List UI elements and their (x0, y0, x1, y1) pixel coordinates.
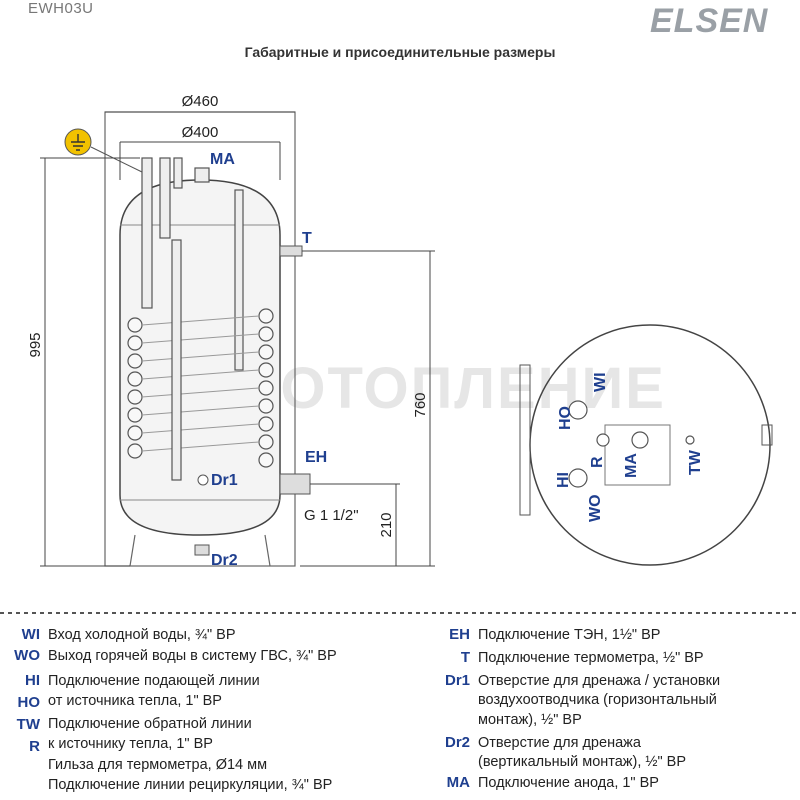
t-connection (279, 245, 303, 257)
legend-text: Гильза для термометра, Ø14 мм (48, 757, 268, 773)
legend-row: EH Подключение ТЭН, 1½" ВР (430, 626, 800, 646)
dimension-drawing: Ø460 Ø400 995 760 210 G 1 1/2" MA T EH D… (27, 93, 773, 569)
legend-code: R (29, 738, 40, 755)
top-view-outline (529, 324, 771, 566)
legend-code: WO (14, 647, 40, 664)
top-ma-label: MA (623, 453, 640, 478)
outer-diameter-label: Ø460 (182, 93, 219, 110)
page-title: Габаритные и присоединительные размеры (244, 44, 556, 60)
legend-text: Подключение анода, 1" ВР (478, 775, 659, 791)
dr2-label: Dr2 (211, 552, 238, 569)
top-wi-label: WI (592, 372, 609, 392)
legend-row: T Подключение термометра, ½" ВР (430, 649, 800, 669)
ground-leader (90, 146, 143, 173)
legend-divider (0, 612, 800, 614)
thermometer-height-label: 760 (412, 392, 429, 417)
legend-code: TW (16, 716, 40, 733)
heater-thread-label: G 1 1/2" (304, 507, 359, 524)
ground-glyph (71, 134, 85, 151)
dr2-connection (194, 544, 210, 556)
legend-row: Гильза для термометра, Ø14 мм (0, 757, 430, 777)
height-label: 995 (27, 332, 44, 357)
legend-row: R к источнику тепла, 1" ВР (0, 736, 430, 756)
legend-code: EH (449, 626, 470, 643)
tank-legs (129, 534, 271, 567)
legend-text: Подключение обратной линии (48, 716, 252, 732)
brand-logo: ELSEN (650, 2, 769, 40)
legend-code: T (460, 649, 470, 666)
legend-row: MA Подключение анода, 1" ВР (430, 774, 800, 794)
legend-text: Вход холодной воды, ¾" ВР (48, 627, 236, 643)
top-wo-label: WO (587, 494, 604, 522)
legend-text: Отверстие для дренажа (478, 735, 641, 751)
legend-code: WI (21, 626, 40, 643)
legend-code: Dr2 (444, 734, 470, 751)
coil-lines (141, 315, 260, 452)
top-hi-label: HI (555, 472, 572, 488)
legend-row: воздухоотводчика (горизонтальный (430, 692, 800, 712)
ma-label: MA (210, 151, 235, 168)
heating-coil (127, 308, 274, 468)
heater-height-label: 210 (378, 512, 395, 537)
eh-connection (279, 473, 311, 495)
legend-text: Выход горячей воды в систему ГВС, ¾" ВР (48, 648, 337, 664)
legend-row: HO от источника тепла, 1" ВР (0, 692, 430, 712)
legend-row: Dr2 Отверстие для дренажа (430, 734, 800, 754)
legend-row: Подключение линии рециркуляции, ¾" ВР (0, 777, 430, 797)
legend-row: WO Выход горячей воды в систему ГВС, ¾" … (0, 647, 430, 667)
top-view-plate (604, 424, 671, 486)
legend-row: Dr1 Отверстие для дренажа / установки (430, 672, 800, 692)
inner-diameter-label: Ø400 (182, 124, 219, 141)
top-pipes (141, 157, 244, 371)
top-ho-label: HO (557, 406, 574, 430)
top-tw-label: TW (687, 449, 704, 475)
dr1-label: Dr1 (211, 472, 238, 489)
dr1-connection (197, 474, 209, 486)
top-view-t-port (761, 424, 773, 446)
top-view-bracket (519, 364, 531, 516)
legend-text: Подключение термометра, ½" ВР (478, 650, 704, 666)
legend-text: воздухоотводчика (горизонтальный (478, 692, 717, 708)
legend-code: Dr1 (444, 672, 470, 689)
thermometer-sleeve (171, 239, 182, 481)
eh-label: EH (305, 449, 327, 466)
legend-code: HI (25, 672, 40, 689)
legend-text: к источнику тепла, 1" ВР (48, 736, 213, 752)
model-code: EWH03U (28, 0, 94, 17)
legend-text: (вертикальный монтаж), ½" ВР (478, 754, 686, 770)
legend-row: HI Подключение подающей линии (0, 672, 430, 692)
legend-text: от источника тепла, 1" ВР (48, 693, 222, 709)
legend-text: монтаж), ½" ВР (478, 712, 582, 728)
legend-text: Отверстие для дренажа / установки (478, 673, 721, 689)
legend-text: Подключение линии рециркуляции, ¾" ВР (48, 777, 333, 793)
top-view-ports (568, 400, 695, 488)
legend-row: WI Вход холодной воды, ¾" ВР (0, 626, 430, 646)
legend-row: TW Подключение обратной линии (0, 716, 430, 736)
top-r-label: R (589, 456, 606, 468)
legend-code: HO (17, 694, 41, 711)
legend-code: MA (446, 774, 470, 791)
t-label: T (302, 230, 312, 247)
legend-row: монтаж), ½" ВР (430, 712, 800, 732)
dimension-lines (40, 111, 435, 567)
legend-row: (вертикальный монтаж), ½" ВР (430, 754, 800, 774)
legend-text: Подключение подающей линии (48, 673, 260, 689)
legend-text: Подключение ТЭН, 1½" ВР (478, 627, 661, 643)
